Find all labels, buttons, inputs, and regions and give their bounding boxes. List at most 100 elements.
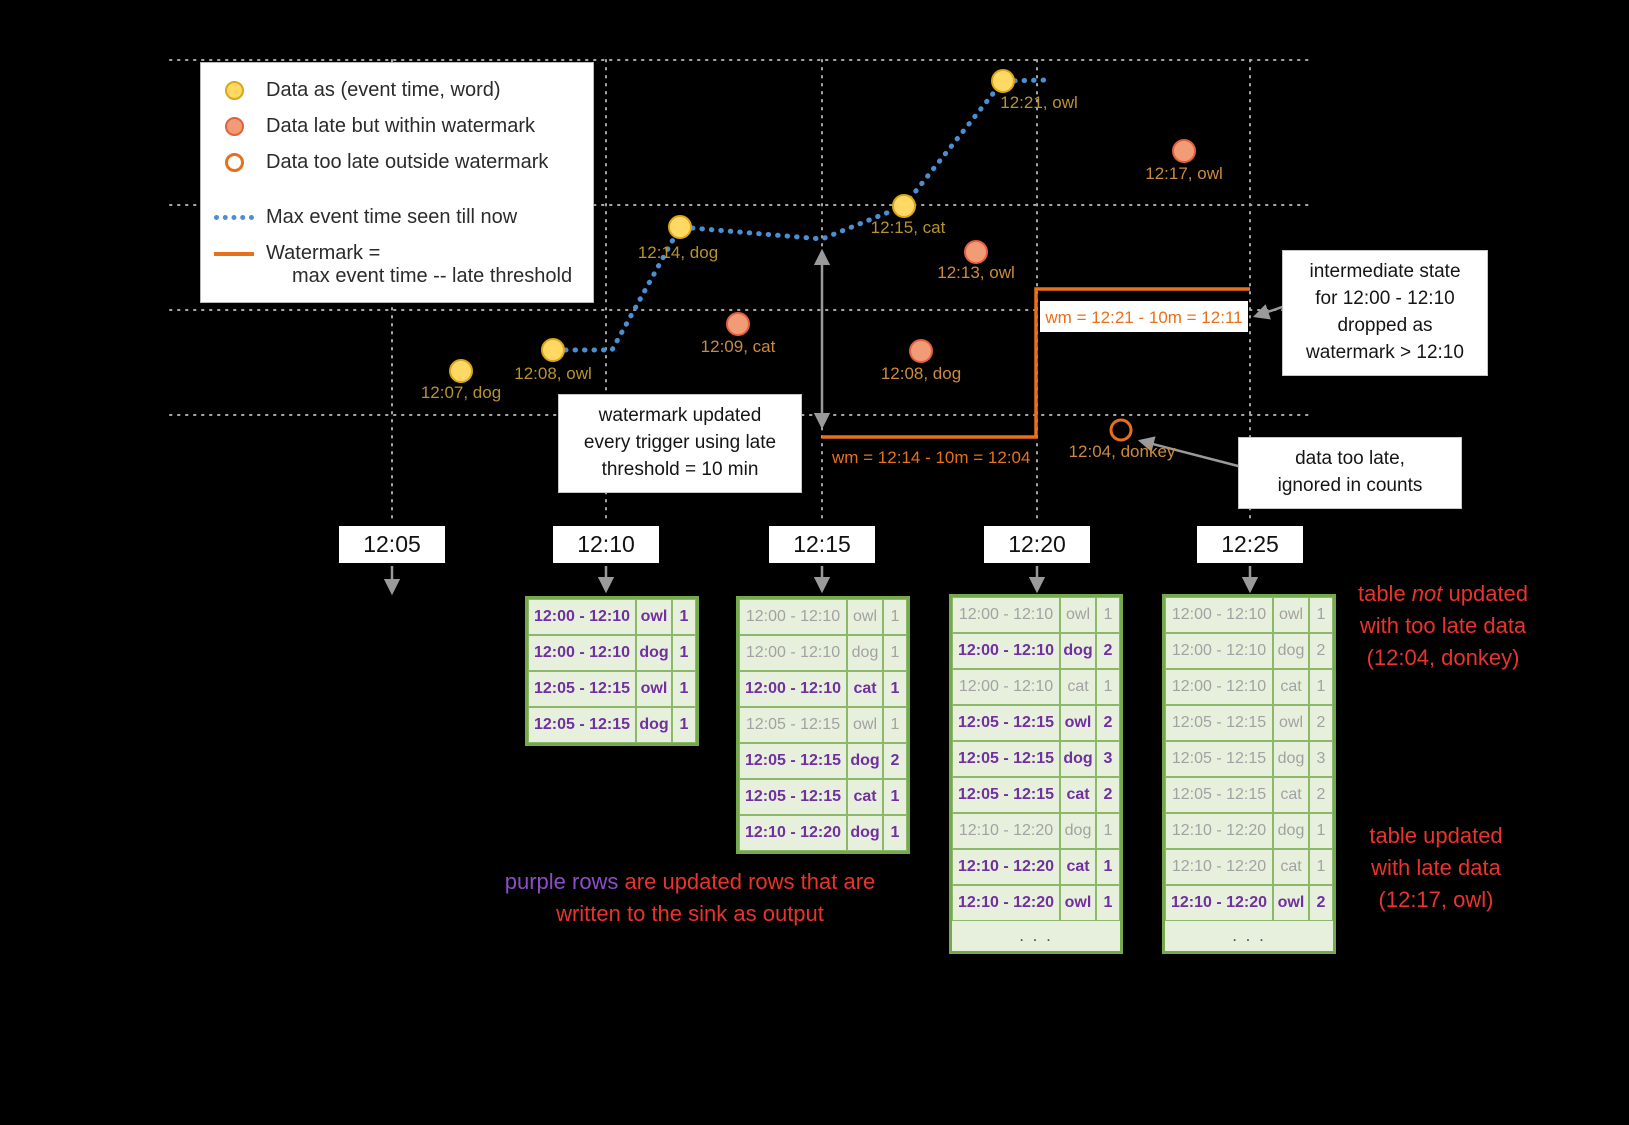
callout-line: intermediate state (1309, 261, 1461, 282)
table-cell-word: cat (1060, 669, 1096, 705)
point-label: 12:09, cat (701, 337, 776, 356)
tick-12-10: 12:10 (553, 526, 659, 563)
point-label: 12:13, owl (937, 263, 1015, 282)
table-cell-window: 12:00 - 12:10 (952, 633, 1060, 669)
callout-line: watermark updated (598, 405, 762, 426)
table-cell-count: 1 (1096, 669, 1120, 705)
table-cell-word: owl (1273, 885, 1309, 921)
table-cell-word: owl (847, 707, 883, 743)
table-cell-window: 12:00 - 12:10 (1165, 669, 1273, 705)
callout-line: watermark > 12:10 (1306, 341, 1464, 363)
watermark-line (822, 287, 1250, 439)
table-cell-count: 2 (1096, 633, 1120, 669)
table-cell-word: owl (1060, 597, 1096, 633)
table-cell-window: 12:00 - 12:10 (528, 635, 636, 671)
table-cell-word: dog (1273, 633, 1309, 669)
legend-item-max-event-time: Max event time seen till now (213, 206, 581, 229)
table-cell-window: 12:05 - 12:15 (952, 741, 1060, 777)
table-cell-count: 1 (883, 671, 907, 707)
table-cell-count: 1 (672, 635, 696, 671)
legend-item-ontime: Data as (event time, word) (213, 79, 581, 102)
table-cell-word: dog (847, 743, 883, 779)
tick-12-20: 12:20 (984, 526, 1090, 563)
legend-item-watermark: Watermark = max event time -- late thres… (213, 242, 581, 288)
point-label: 12:08, owl (514, 364, 592, 383)
table-cell-word: dog (1060, 741, 1096, 777)
annotation-text: updated with too late data (12:04, donke… (1359, 581, 1529, 670)
table-cell-window: 12:00 - 12:10 (952, 597, 1060, 633)
table-cell-count: 1 (883, 599, 907, 635)
point-late (726, 312, 750, 336)
table-cell-word: dog (847, 815, 883, 851)
point-late (909, 339, 933, 363)
table-cell-window: 12:00 - 12:10 (739, 599, 847, 635)
table-cell-count: 1 (1096, 597, 1120, 633)
table-cell-window: 12:00 - 12:10 (739, 671, 847, 707)
point-labels: 12:07, dog 12:08, owl 12:14, dog 12:15, … (421, 93, 1223, 461)
annotation-purple-rows: purple rows are updated rows that are wr… (482, 866, 898, 930)
table-cell-count: 1 (1096, 849, 1120, 885)
point-late (1172, 139, 1196, 163)
point-late (964, 240, 988, 264)
legend-item-too-late: Data too late outside watermark (213, 151, 581, 174)
table-ellipsis-row: . . . (1165, 921, 1333, 951)
table-cell-word: dog (636, 707, 672, 743)
table-cell-window: 12:10 - 12:20 (739, 815, 847, 851)
table-cell-count: 2 (1096, 705, 1120, 741)
point-ontime (668, 215, 692, 239)
table-cell-word: cat (1060, 777, 1096, 813)
annotation-purple-highlight: purple rows (504, 869, 619, 894)
table-cell-word: dog (1060, 813, 1096, 849)
table-cell-word: dog (1273, 741, 1309, 777)
ontime-dot-icon (224, 81, 244, 100)
watermark-label-2-bg (1040, 301, 1248, 332)
point-label: 12:15, cat (871, 218, 946, 237)
callout-line: for 12:00 - 12:10 (1315, 287, 1455, 309)
point-label: 12:17, owl (1145, 164, 1223, 183)
callout-intermediate-state: intermediate state for 12:00 - 12:10 dro… (1282, 250, 1488, 376)
table-cell-window: 12:10 - 12:20 (1165, 885, 1273, 921)
table-cell-window: 12:05 - 12:15 (1165, 741, 1273, 777)
table-cell-window: 12:05 - 12:15 (739, 707, 847, 743)
table-cell-window: 12:05 - 12:15 (1165, 705, 1273, 741)
table-cell-window: 12:05 - 12:15 (739, 743, 847, 779)
table-cell-window: 12:10 - 12:20 (952, 813, 1060, 849)
table-cell-count: 1 (672, 671, 696, 707)
point-too-late (1109, 418, 1133, 442)
annotation-not-updated: table not updated with too late data (12… (1343, 578, 1543, 674)
table-cell-word: owl (636, 671, 672, 707)
table-cell-word: cat (1060, 849, 1096, 885)
legend-item-late: Data late but within watermark (213, 115, 581, 138)
table-cell-word: dog (636, 635, 672, 671)
table-cell-window: 12:00 - 12:10 (1165, 597, 1273, 633)
table-cell-word: owl (1060, 885, 1096, 921)
table-ellipsis-row: . . . (952, 921, 1120, 951)
watermark-label-2: wm = 12:21 - 10m = 12:11 (1044, 308, 1242, 327)
legend-label: Data too late outside watermark (266, 151, 549, 173)
callout-line: threshold = 10 min (601, 458, 759, 480)
point-ontime (991, 69, 1015, 93)
table-cell-window: 12:10 - 12:20 (1165, 849, 1273, 885)
point-label: 12:21, owl (1000, 93, 1078, 112)
table-cell-window: 12:10 - 12:20 (952, 849, 1060, 885)
table-cell-count: 1 (883, 707, 907, 743)
table-cell-window: 12:00 - 12:10 (739, 635, 847, 671)
table-cell-window: 12:05 - 12:15 (528, 707, 636, 743)
annotation-text: are updated rows that are written to the… (556, 869, 876, 926)
table-cell-word: cat (847, 671, 883, 707)
table-cell-count: 1 (1309, 669, 1333, 705)
